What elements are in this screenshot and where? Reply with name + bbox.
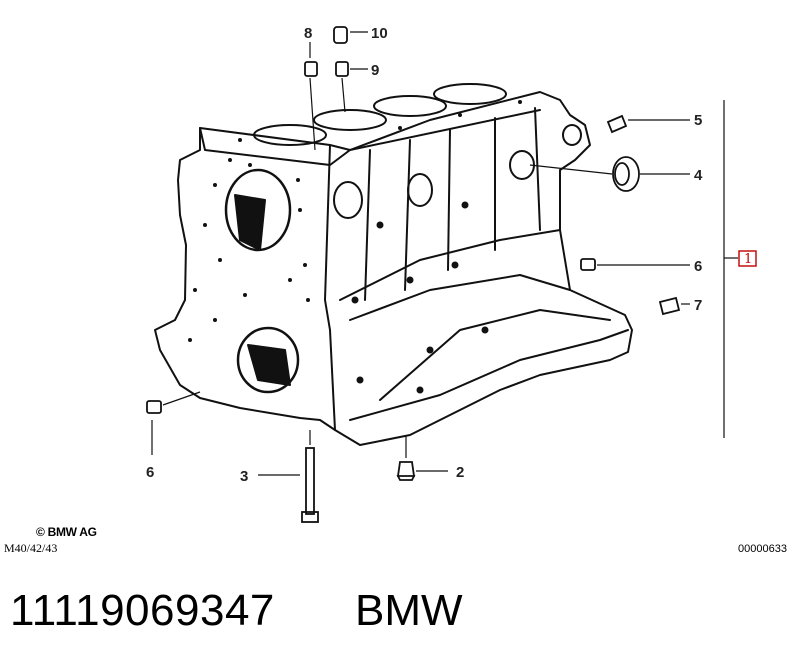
engine-block-outline [154, 91, 633, 446]
block-rib [364, 107, 541, 301]
seal-ring-4-inner [614, 162, 630, 186]
bolt-3-head [301, 511, 319, 523]
front-face-edge [324, 144, 336, 431]
callout-9: 9 [371, 62, 379, 79]
dowel-sleeve-8 [304, 61, 318, 77]
mount-boss [562, 124, 582, 146]
cylinder-bore-4 [433, 83, 507, 105]
cylinder-bore-3 [373, 95, 447, 117]
rear-main-opening [236, 326, 300, 394]
rear-main-shadow [247, 344, 291, 386]
dowel-6-left [146, 400, 162, 414]
top-deck-edge [199, 127, 351, 166]
front-crank-shadow [234, 194, 266, 251]
engine-block-diagram: 8 10 9 5 4 1 6 7 6 3 2 [146, 25, 757, 523]
callout-4: 4 [694, 167, 703, 184]
oil-pan-rail [349, 329, 629, 421]
block-webbing [339, 229, 611, 401]
callout-5: 5 [694, 112, 702, 129]
seal-ring-4 [612, 156, 640, 192]
dowel-7 [658, 296, 681, 316]
callout-6-left: 6 [146, 464, 154, 481]
dowel-9 [335, 61, 349, 77]
side-port [407, 173, 433, 207]
copyright-label: © BMW AG [36, 525, 97, 539]
cylinder-bore-1 [253, 124, 327, 146]
leader-6b [162, 391, 201, 406]
leader-4b [529, 164, 613, 175]
side-port [333, 181, 363, 219]
callout-2: 2 [456, 464, 464, 481]
leader-9b [341, 77, 346, 113]
callout-7: 7 [694, 297, 702, 314]
diagram-id-label: 00000633 [738, 543, 787, 555]
cylinder-bore-2 [313, 109, 387, 131]
callout-6-right: 6 [694, 258, 702, 275]
plug-2 [396, 461, 416, 481]
brand-name: BMW [355, 586, 463, 635]
dowel-5 [606, 114, 628, 134]
part-number: 11119069347 [10, 586, 275, 635]
top-deck-right [349, 109, 541, 151]
dowel-6-right [580, 258, 596, 271]
leader-8b [309, 77, 316, 151]
callout-3: 3 [240, 468, 248, 485]
bolt-3-shaft [305, 447, 315, 515]
model-code-label: M40/42/43 [4, 541, 58, 555]
callout-8: 8 [304, 25, 312, 42]
callout-1-box [738, 250, 757, 267]
callout-1: 1 [744, 252, 752, 267]
plug-10 [333, 26, 348, 44]
callout-10: 10 [371, 25, 388, 42]
